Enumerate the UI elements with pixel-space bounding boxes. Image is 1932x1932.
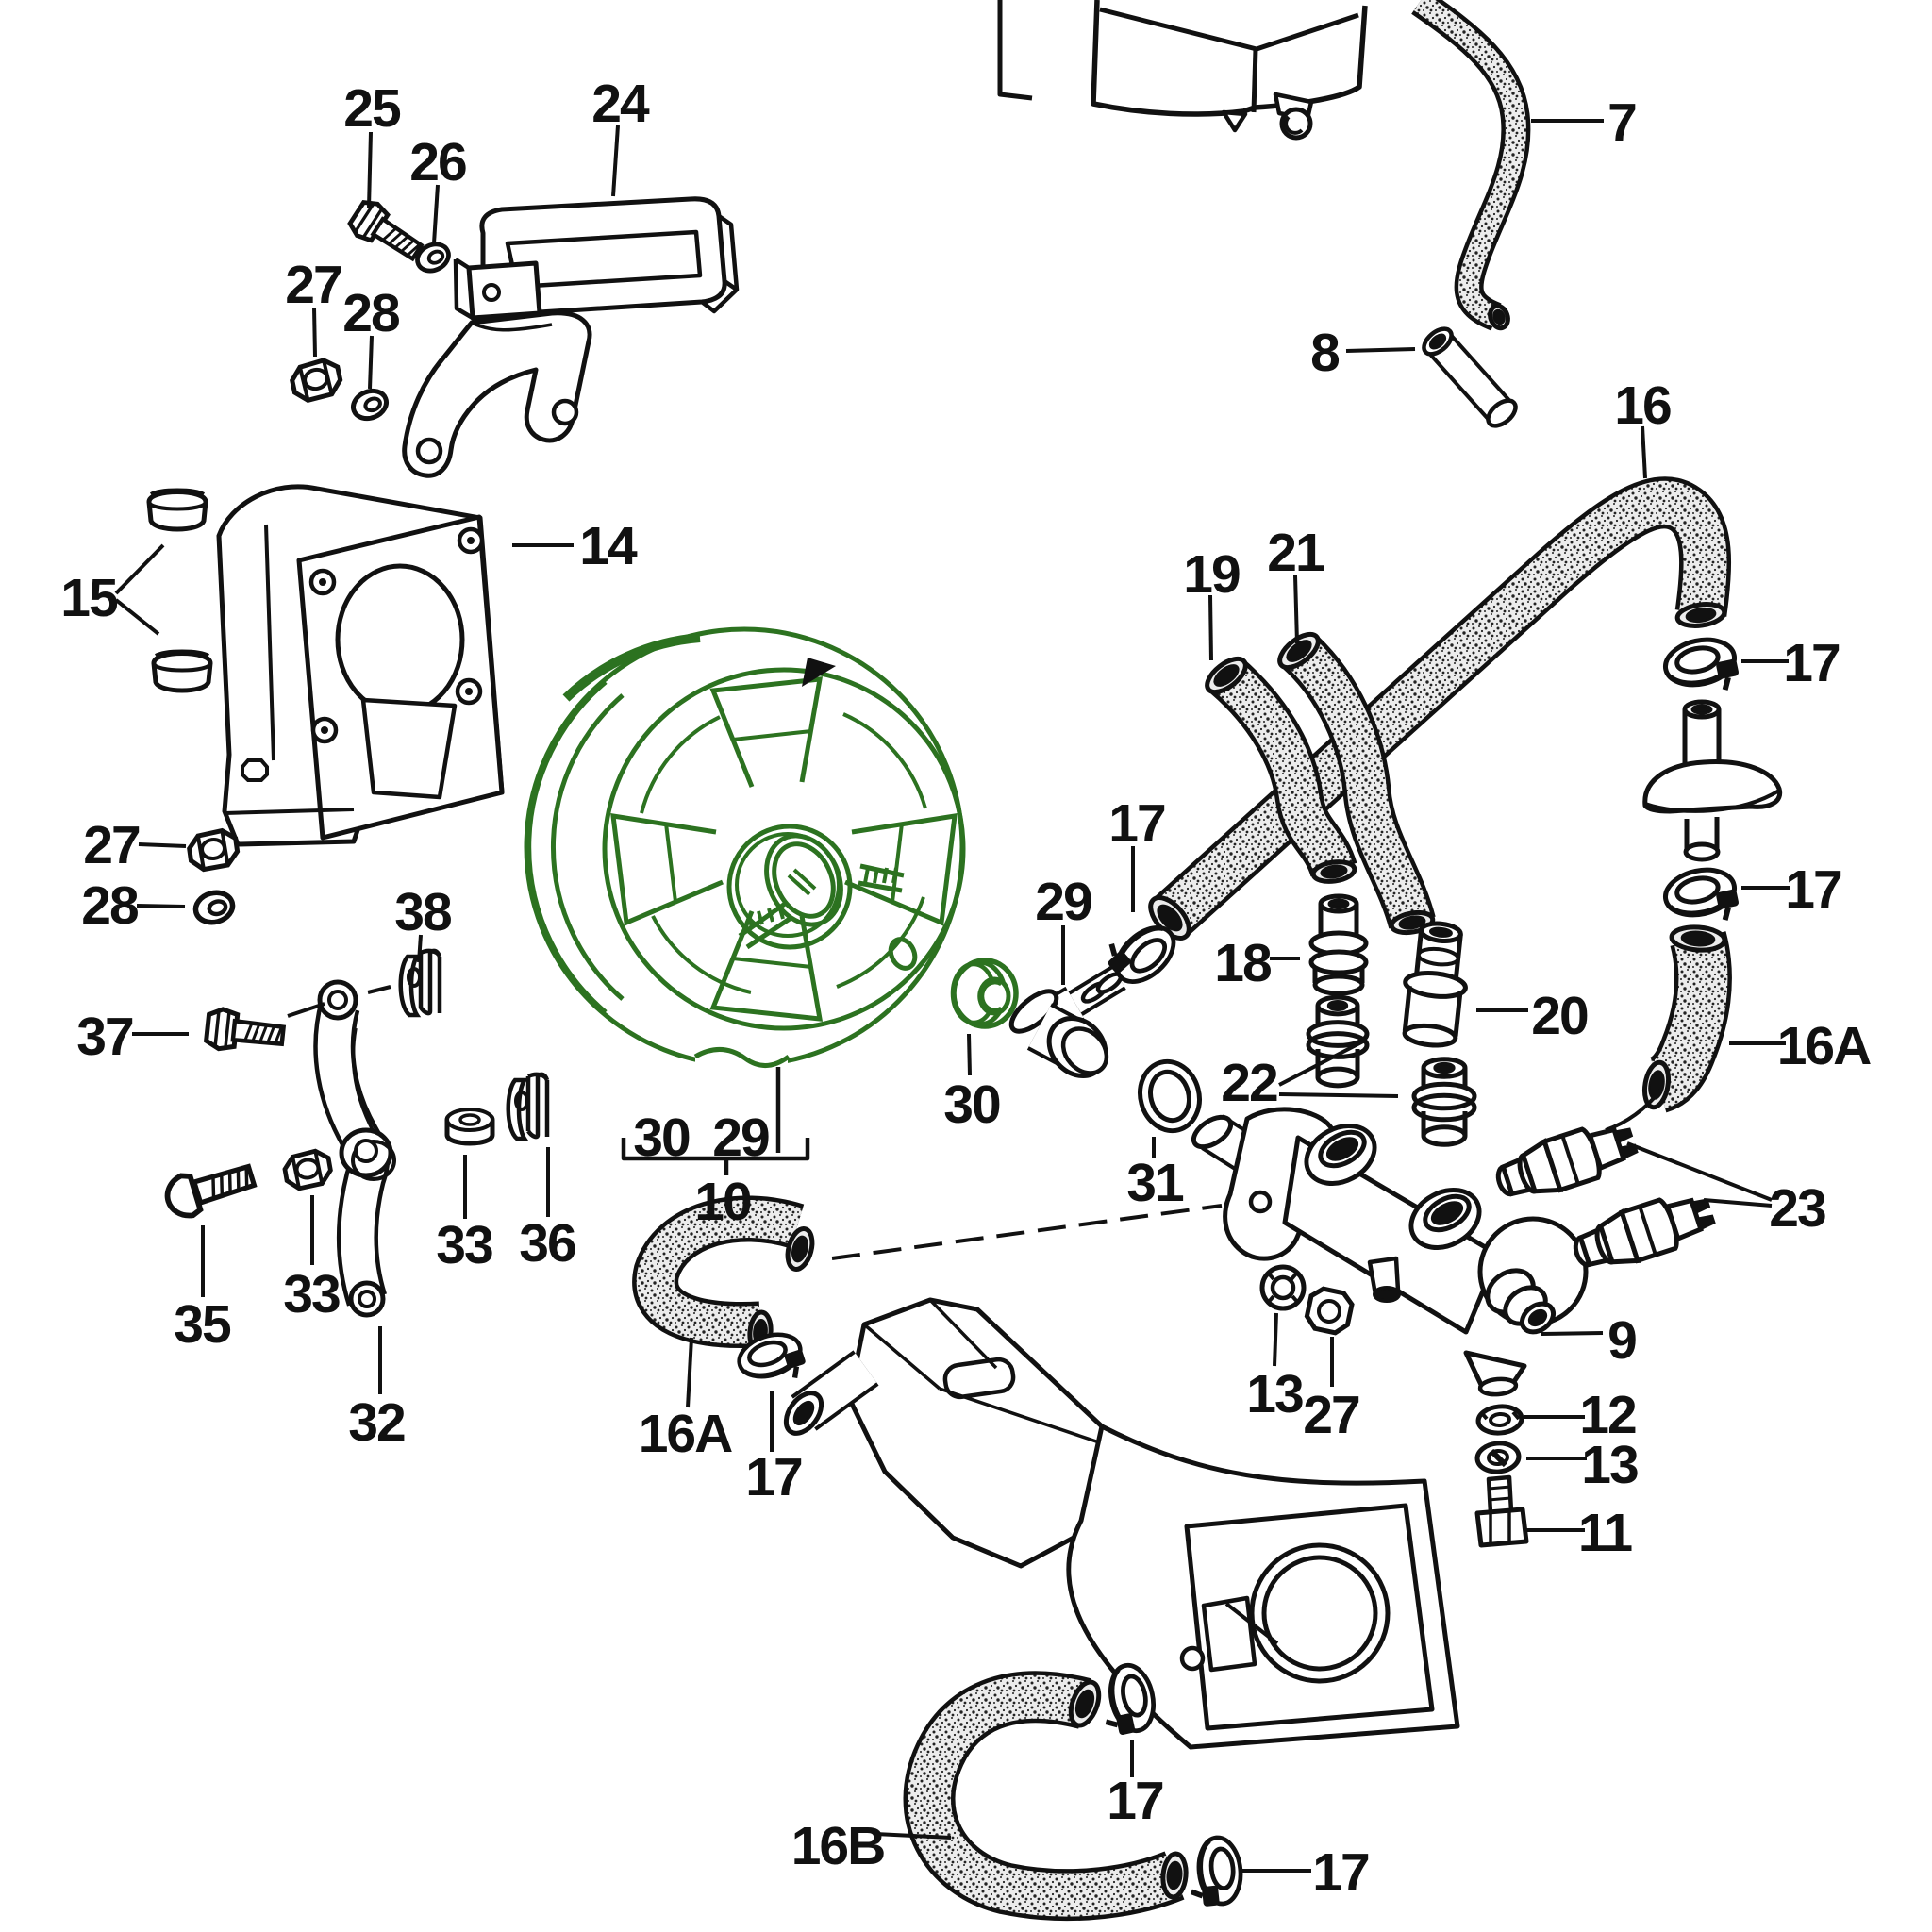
- svg-text:29: 29: [712, 1108, 769, 1168]
- svg-text:36: 36: [519, 1213, 575, 1274]
- svg-text:20: 20: [1531, 986, 1588, 1046]
- svg-text:14: 14: [579, 516, 638, 576]
- svg-text:18: 18: [1214, 933, 1271, 993]
- svg-text:30: 30: [943, 1074, 1000, 1135]
- svg-text:25: 25: [343, 78, 401, 139]
- svg-text:7: 7: [1607, 92, 1636, 153]
- svg-text:17: 17: [1783, 633, 1840, 693]
- svg-text:11: 11: [1578, 1503, 1633, 1563]
- svg-text:16A: 16A: [1777, 1016, 1871, 1076]
- svg-text:13: 13: [1246, 1364, 1303, 1424]
- svg-text:31: 31: [1126, 1153, 1184, 1213]
- svg-text:28: 28: [81, 875, 138, 936]
- svg-text:19: 19: [1183, 544, 1240, 605]
- svg-text:17: 17: [1785, 859, 1841, 920]
- svg-text:12: 12: [1579, 1385, 1636, 1445]
- svg-text:29: 29: [1035, 872, 1091, 932]
- svg-text:30: 30: [633, 1108, 690, 1168]
- svg-text:33: 33: [283, 1264, 340, 1324]
- svg-text:26: 26: [409, 132, 466, 192]
- svg-text:15: 15: [60, 568, 118, 628]
- svg-text:13: 13: [1581, 1435, 1638, 1495]
- svg-text:8: 8: [1310, 323, 1339, 383]
- svg-text:28: 28: [342, 283, 399, 343]
- svg-text:24: 24: [591, 74, 650, 134]
- svg-text:21: 21: [1267, 523, 1324, 583]
- svg-text:16B: 16B: [791, 1816, 885, 1876]
- svg-text:17: 17: [1312, 1842, 1369, 1903]
- svg-text:16: 16: [1614, 375, 1671, 436]
- svg-text:9: 9: [1607, 1310, 1636, 1371]
- svg-text:27: 27: [1303, 1385, 1359, 1445]
- svg-text:17: 17: [1108, 793, 1165, 854]
- svg-text:22: 22: [1221, 1053, 1277, 1113]
- svg-text:37: 37: [76, 1007, 133, 1067]
- svg-text:32: 32: [348, 1392, 405, 1453]
- svg-text:17: 17: [1107, 1771, 1163, 1831]
- svg-text:23: 23: [1769, 1178, 1825, 1239]
- svg-text:16A: 16A: [639, 1404, 732, 1464]
- svg-text:17: 17: [745, 1447, 802, 1507]
- svg-text:27: 27: [83, 815, 140, 875]
- svg-text:27: 27: [285, 255, 341, 315]
- svg-text:10: 10: [694, 1172, 751, 1232]
- svg-text:38: 38: [394, 882, 451, 942]
- svg-text:33: 33: [436, 1215, 492, 1275]
- svg-text:35: 35: [174, 1294, 231, 1355]
